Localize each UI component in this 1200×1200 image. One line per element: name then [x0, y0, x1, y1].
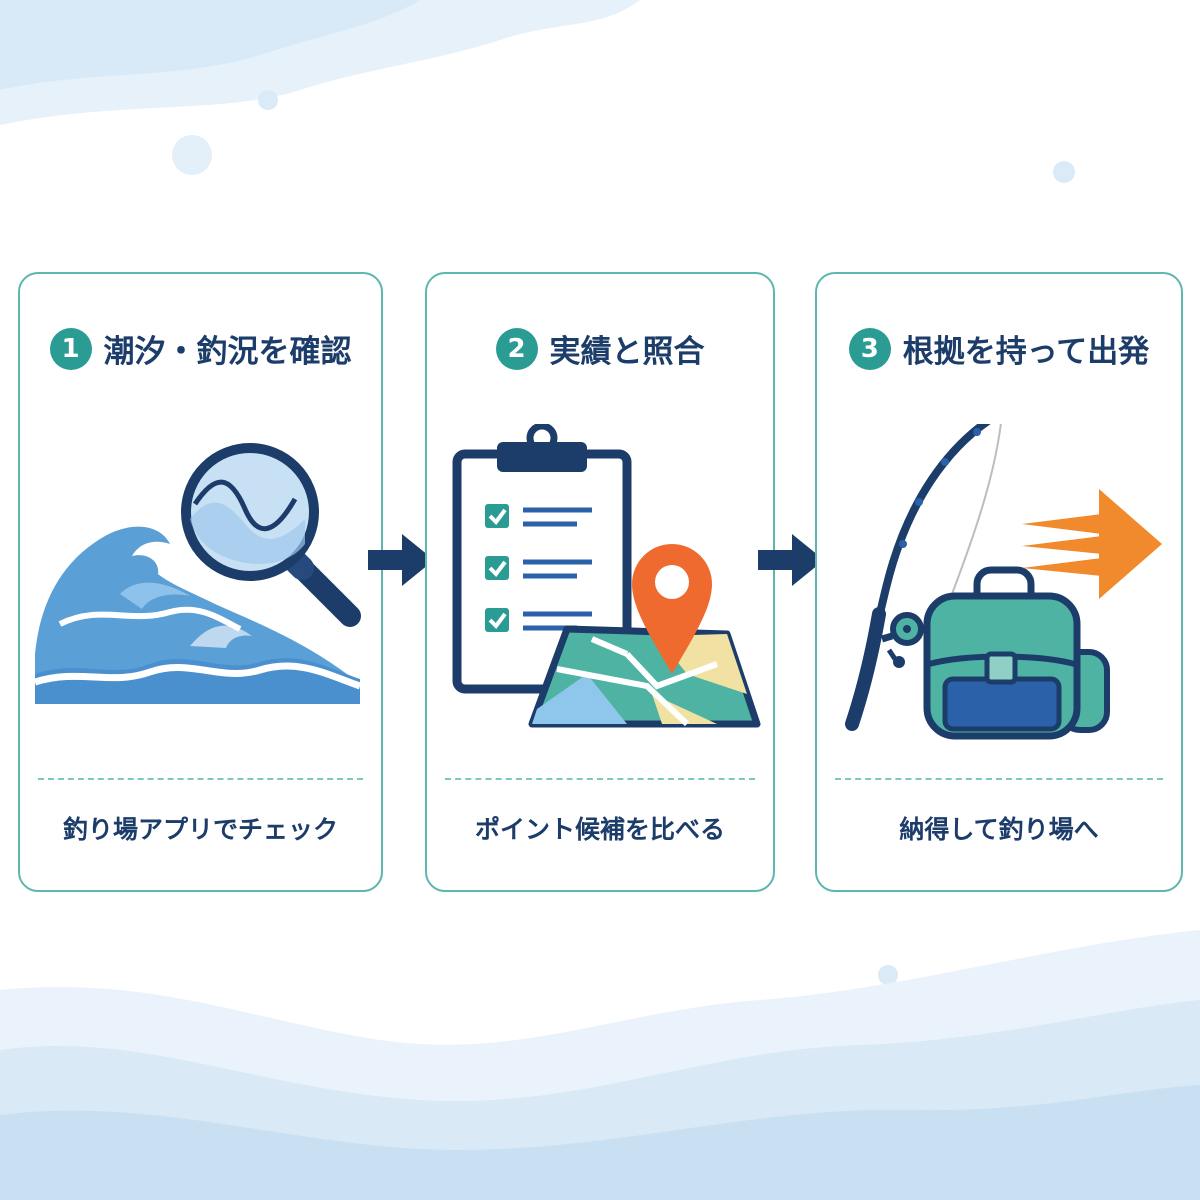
magnifier-icon [181, 443, 361, 627]
flow-arrow-icon-2 [758, 534, 824, 586]
location-pin-icon [632, 544, 712, 674]
step-title-2: 実績と照合 [549, 334, 705, 370]
step-card-3: 3 根拠を持って出発 [815, 272, 1183, 892]
motion-arrow-icon [1022, 489, 1162, 599]
flow-arrow-icon-1 [368, 534, 434, 586]
step-header-3: 3 根拠を持って出発 [817, 326, 1181, 371]
step-header-2: 2 実績と照合 [427, 326, 773, 371]
fishing-rod-icon [845, 424, 1002, 731]
step-number-badge-2: 2 [495, 327, 538, 370]
wave-icon [33, 526, 362, 704]
compare-illustration [452, 424, 761, 728]
divider-2 [445, 778, 755, 780]
step-title-1: 潮汐・釣況を確認 [103, 334, 352, 370]
step-title-3: 根拠を持って出発 [902, 334, 1150, 370]
step-number-badge-3: 3 [848, 327, 891, 370]
step-card-1: 1 潮汐・釣況を確認 釣り場アプリでチェック [18, 272, 383, 892]
departure-illustration [845, 424, 1162, 740]
step-card-2: 2 実績と照合 [425, 272, 775, 892]
step-caption-3: 納得して釣り場へ [899, 815, 1099, 844]
step-header-1: 1 潮汐・釣況を確認 [20, 326, 381, 371]
divider-1 [38, 778, 363, 780]
divider-3 [835, 778, 1163, 780]
step-caption-2: ポイント候補を比べる [474, 815, 725, 844]
step-caption-1: 釣り場アプリでチェック [62, 815, 338, 844]
step-number-badge-1: 1 [49, 327, 92, 370]
map-icon [528, 625, 761, 728]
tide-check-illustration [33, 443, 362, 704]
backpack-icon [923, 566, 1110, 740]
checkbox-icon [485, 504, 592, 632]
